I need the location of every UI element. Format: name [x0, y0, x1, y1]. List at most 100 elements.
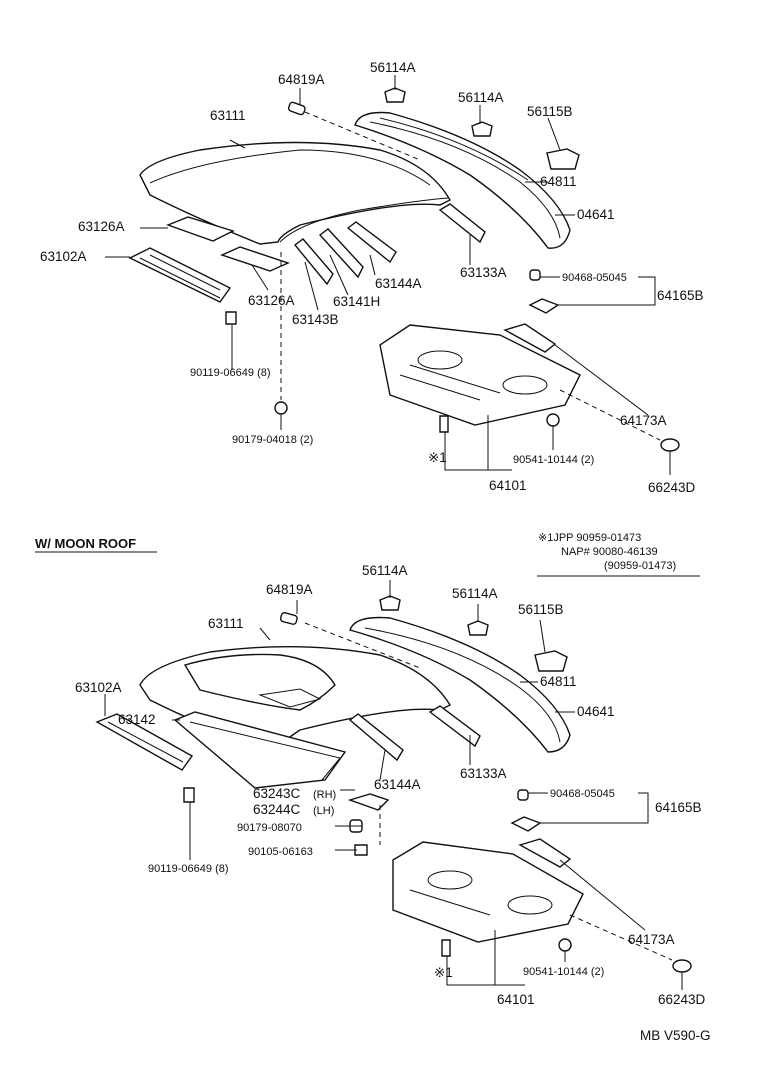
clip-56114A-2 [471, 121, 493, 137]
mr-label-90541: 90541-10144 (2) [523, 966, 604, 978]
label-64101: 64101 [489, 478, 527, 493]
bow-63133A [438, 203, 486, 244]
mr-package-tray [392, 841, 584, 943]
clip-56115B [546, 148, 580, 170]
label-90541: 90541-10144 (2) [513, 454, 594, 466]
moonroof-frame-63142 [173, 711, 347, 789]
mr-label-90119: 90119-06649 (8) [148, 863, 229, 875]
mr-label-63244C-side: (LH) [313, 805, 334, 817]
moonroof-title: W/ MOON ROOF [35, 536, 136, 551]
mr-label-63243C: 63243C [253, 786, 301, 801]
dash-64819A [304, 111, 421, 161]
rear-window [354, 111, 571, 249]
mr-label-04641: 04641 [577, 704, 615, 719]
mr-clip-90119 [183, 787, 195, 803]
note-line2: NAP# 90080-46139 [561, 546, 658, 558]
mr-bolt-90105 [354, 844, 368, 856]
label-63126A-2: 63126A [248, 293, 295, 308]
plug-66243D [660, 438, 680, 452]
label-64173A: 64173A [620, 413, 667, 428]
screw-90179 [274, 401, 288, 415]
label-star1: ※1 [428, 450, 447, 465]
mr-label-56115B: 56115B [518, 602, 564, 617]
label-56114A-1: 56114A [370, 60, 416, 75]
mr-label-64173A: 64173A [628, 932, 675, 947]
mr-label-90179: 90179-08070 [237, 822, 302, 834]
mr-pad-64165B [510, 816, 542, 832]
mr-retainer-90468 [517, 789, 529, 801]
mr-clip-64819A [279, 612, 298, 625]
mr-label-63142: 63142 [118, 712, 156, 727]
label-04641: 04641 [577, 207, 615, 222]
bracket-64173A [503, 323, 557, 353]
top-section: 64819A 56114A 56114A 56115B 63111 64811 … [40, 60, 704, 495]
label-56115B: 56115B [527, 104, 573, 119]
mr-label-90105: 90105-06163 [248, 846, 313, 858]
mr-star1-part [441, 939, 451, 957]
label-63102A: 63102A [40, 249, 87, 264]
clip-64819A [287, 101, 306, 116]
bow-63141H [318, 228, 364, 279]
mr-label-63243C-side: (RH) [313, 789, 336, 801]
mr-label-66243D: 66243D [658, 992, 706, 1007]
mr-label-64165B: 64165B [655, 800, 702, 815]
mr-label-64101: 64101 [497, 992, 535, 1007]
mr-label-90468: 90468-05045 [550, 788, 615, 800]
mr-label-56114A-2: 56114A [452, 586, 498, 601]
mr-label-star1: ※1 [434, 965, 453, 980]
mr-label-63102A: 63102A [75, 680, 122, 695]
retainer-90468 [529, 269, 541, 281]
mr-label-63111: 63111 [208, 616, 244, 631]
clip-56114A-1 [384, 87, 406, 103]
header-63102A [128, 247, 232, 303]
label-63141H: 63141H [333, 294, 380, 309]
label-64165B: 64165B [657, 288, 704, 303]
package-tray [379, 324, 581, 426]
pad-63126A-1 [166, 216, 235, 242]
label-63126A-1: 63126A [78, 219, 125, 234]
mr-header-63102A [95, 713, 194, 771]
label-63111: 63111 [210, 108, 246, 123]
footer-code: MB V590-G [640, 1028, 711, 1043]
mr-clip-56114A-2 [467, 620, 489, 636]
roof-panel [139, 141, 451, 245]
mr-label-63133A: 63133A [460, 766, 507, 781]
moonroof-rear-window [349, 616, 571, 753]
label-90119: 90119-06649 (8) [190, 367, 271, 379]
nut-90541 [546, 413, 560, 427]
mr-label-64811: 64811 [540, 674, 577, 689]
label-90468: 90468-05045 [562, 272, 627, 284]
mr-bow-63144A [348, 713, 404, 762]
clip-90119 [225, 311, 237, 325]
star1-part [439, 415, 449, 433]
mr-clip-56114A-1 [379, 595, 401, 611]
mr-label-63144A: 63144A [374, 777, 421, 792]
mr-label-63244C: 63244C [253, 802, 301, 817]
mr-label-64819A: 64819A [266, 582, 313, 597]
label-66243D: 66243D [648, 480, 696, 495]
label-64819A: 64819A [278, 72, 325, 87]
label-63144A: 63144A [375, 276, 422, 291]
mr-bracket-64173A [518, 838, 572, 868]
bow-63144A [346, 221, 397, 264]
mr-plug-66243D [672, 959, 692, 973]
note-line3: (90959-01473) [604, 560, 676, 572]
moonroof-roof-panel [139, 645, 451, 749]
label-56114A-2: 56114A [458, 90, 504, 105]
pad-64165B [528, 298, 560, 314]
moonroof-section: W/ MOON ROOF ※1JPP 90959-01473 NAP# 9008… [35, 532, 706, 1007]
note-line1: ※1JPP 90959-01473 [538, 532, 641, 544]
mr-bracket [347, 793, 390, 811]
label-63143B: 63143B [292, 312, 339, 327]
bow-63143B [293, 238, 334, 286]
mr-nut-90541 [558, 938, 572, 952]
mr-clip-56115B [534, 650, 568, 672]
label-64811: 64811 [540, 174, 577, 189]
label-90179: 90179-04018 (2) [232, 434, 313, 446]
mr-bow-63133A [428, 705, 481, 748]
mr-label-56114A-1: 56114A [362, 563, 408, 578]
label-63133A: 63133A [460, 265, 507, 280]
pad-63126A-2 [220, 246, 290, 272]
